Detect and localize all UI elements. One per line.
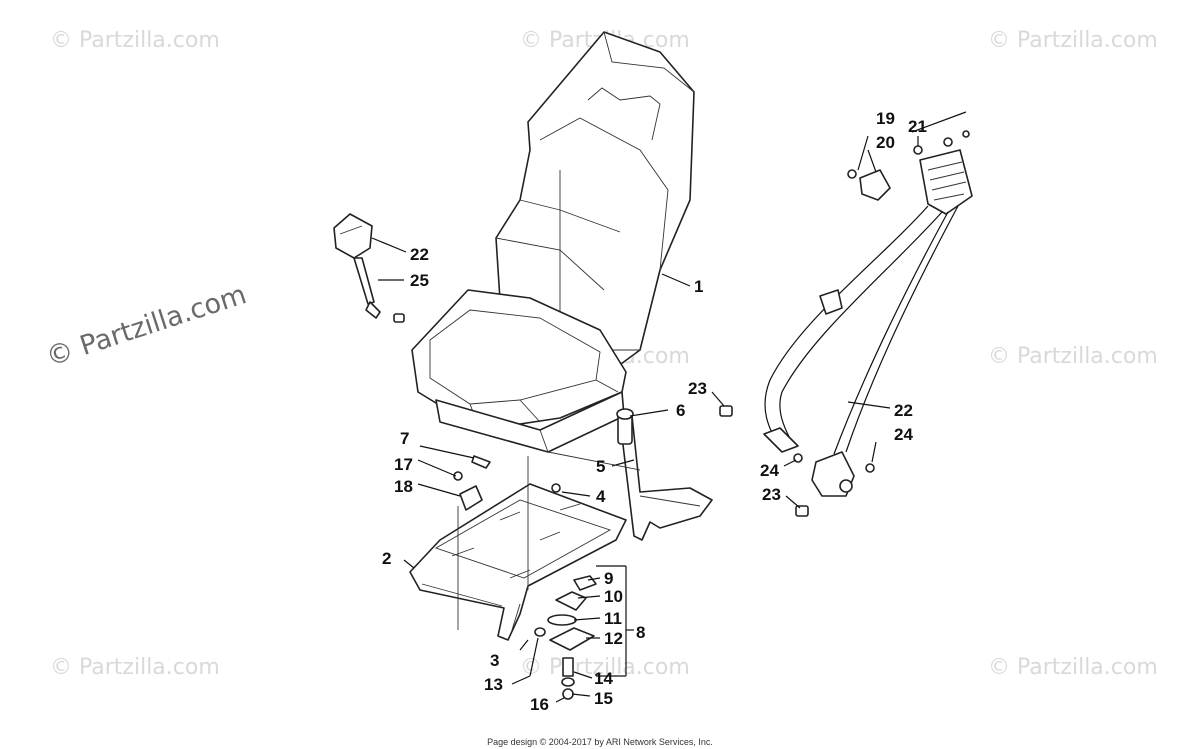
callout-19: 19 [876,109,895,128]
callout-24-right: 24 [894,425,913,444]
seatbelt-buckle [333,213,405,323]
callout-18: 18 [394,477,413,496]
callout-4: 4 [596,487,606,506]
callout-5: 5 [596,457,605,476]
callout-15: 15 [594,689,613,708]
callout-6: 6 [676,401,685,420]
callout-12: 12 [604,629,623,648]
watermark: © Partzilla.com [50,28,220,53]
page-footer: Page design © 2004-2017 by ARI Network S… [487,737,713,747]
callout-2: 2 [382,549,391,568]
watermark: © Partzilla.com [988,344,1158,369]
callout-17: 17 [394,455,413,474]
watermark: © Partzilla.com [988,28,1158,53]
seat-frame [409,483,627,641]
callout-11: 11 [604,609,622,628]
seat-slider [616,408,713,541]
callout-1: 1 [694,277,703,296]
callout-21: 21 [908,117,927,136]
callout-16: 16 [530,695,549,714]
seatbelt-retractor [719,130,973,517]
watermark: © Partzilla.com [988,655,1158,680]
callout-22-right: 22 [894,401,913,420]
callout-10: 10 [604,587,623,606]
callout-9: 9 [604,569,613,588]
callouts: 1 2 3 4 5 6 7 8 9 10 11 12 13 14 15 16 1… [382,109,927,714]
callout-23-bottom: 23 [762,485,781,504]
callout-24-left: 24 [760,461,779,480]
leader-lines [371,111,967,703]
callout-7: 7 [400,429,409,448]
callout-3: 3 [490,651,499,670]
callout-22-left: 22 [410,245,429,264]
callout-13: 13 [484,675,503,694]
watermark: © Partzilla.com [50,655,220,680]
callout-23-top: 23 [688,379,707,398]
callout-8: 8 [636,623,645,642]
callout-20: 20 [876,133,895,152]
callout-14: 14 [594,669,613,688]
seat [411,31,695,453]
callout-25: 25 [410,271,429,290]
